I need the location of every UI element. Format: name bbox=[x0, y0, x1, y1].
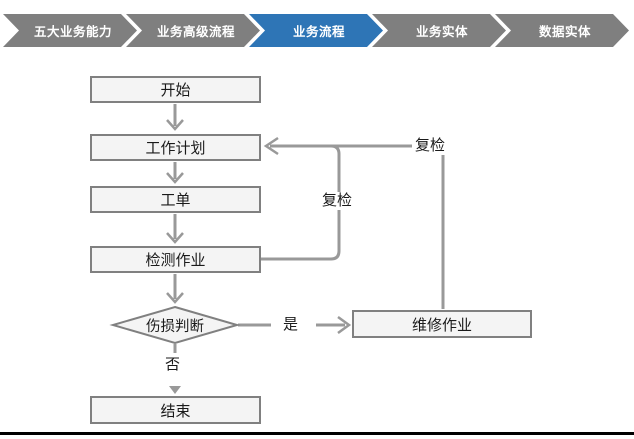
edge-recheck-outer bbox=[270, 144, 445, 309]
node-work-order: 工单 bbox=[90, 186, 261, 213]
decision-diamond-shape bbox=[109, 305, 241, 345]
nav-step-high-level-process[interactable]: 业务高级流程 bbox=[126, 14, 260, 47]
arrowhead-down-3 bbox=[166, 232, 184, 244]
node-start: 开始 bbox=[90, 76, 261, 103]
arrowhead-right-yes bbox=[337, 315, 352, 335]
nav-step-data-entity[interactable]: 数据实体 bbox=[495, 14, 629, 47]
breadcrumb: 五大业务能力 业务高级流程 业务流程 业务实体 数据实体 bbox=[3, 14, 629, 47]
arrowhead-down-2 bbox=[166, 172, 184, 184]
arrowhead-down-4 bbox=[166, 292, 184, 304]
edge-label-yes: 是 bbox=[280, 316, 302, 334]
node-repair-job: 维修作业 bbox=[352, 310, 532, 338]
node-inspection-job: 检测作业 bbox=[90, 246, 261, 273]
arrowhead-down-end bbox=[169, 386, 181, 394]
nav-step-five-capabilities[interactable]: 五大业务能力 bbox=[3, 14, 137, 47]
node-work-plan: 工作计划 bbox=[90, 134, 261, 161]
nav-step-business-entity[interactable]: 业务实体 bbox=[372, 14, 506, 47]
arrowhead-down-1 bbox=[166, 119, 184, 131]
nav-step-business-process[interactable]: 业务流程 bbox=[249, 14, 383, 47]
bottom-divider bbox=[0, 432, 634, 435]
edge-label-no: 否 bbox=[162, 356, 184, 374]
arrowhead-left-recheck bbox=[263, 136, 279, 156]
node-end: 结束 bbox=[90, 396, 261, 424]
edge-label-recheck-inner: 复检 bbox=[319, 192, 356, 210]
edge-label-recheck-outer: 复检 bbox=[412, 137, 449, 155]
node-damage-decision: 伤损判断 bbox=[146, 318, 204, 335]
